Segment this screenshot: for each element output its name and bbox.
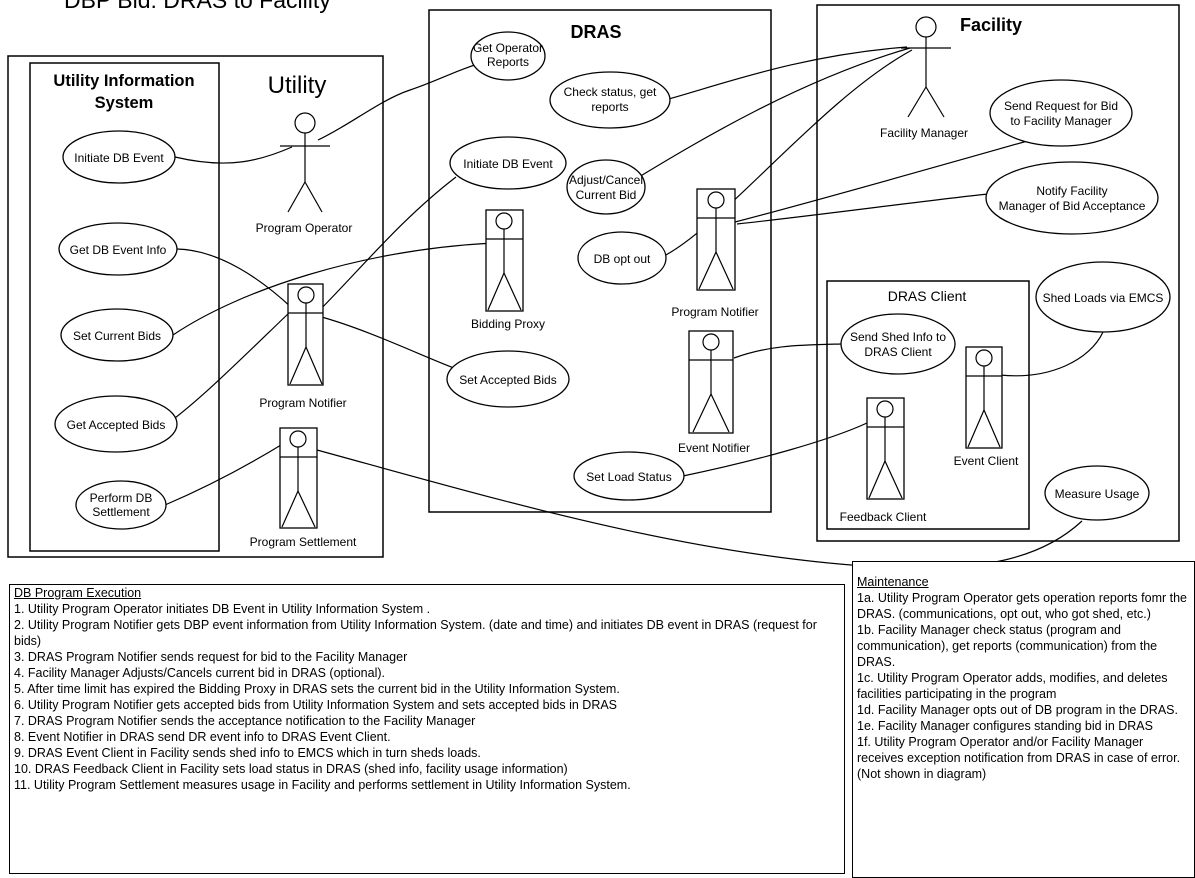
- execution-note: 10. DRAS Feedback Client in Facility set…: [14, 762, 568, 776]
- maintenance-note: 1b. Facility Manager check status (progr…: [857, 623, 1158, 669]
- use-case-label: Measure Usage: [1055, 487, 1140, 501]
- use-case-shed-loads-via-emcs: Shed Loads via EMCS: [1035, 261, 1171, 333]
- execution-note: 4. Facility Manager Adjusts/Cancels curr…: [14, 666, 385, 680]
- use-case-db-opt-out: DB opt out: [577, 231, 667, 285]
- use-case-label: Send Request for Bid: [1004, 99, 1118, 113]
- maintenance-note: 1c. Utility Program Operator adds, modif…: [857, 671, 1168, 701]
- use-case-label: Current Bid: [576, 188, 637, 202]
- maintenance-note: 1d. Facility Manager opts out of DB prog…: [857, 703, 1178, 717]
- actor-label: Bidding Proxy: [471, 317, 545, 331]
- actor-program-notifier-dras: Program Notifier: [671, 188, 759, 319]
- dras-title: DRAS: [570, 22, 621, 42]
- uis-title-line2: System: [95, 94, 154, 112]
- execution-note: 5. After time limit has expired the Bidd…: [14, 682, 620, 696]
- use-case-label: Initiate DB Event: [74, 151, 164, 165]
- maintenance-note: 1f. Utility Program Operator and/or Faci…: [857, 735, 1181, 781]
- actor-program-settlement: Program Settlement: [250, 427, 357, 549]
- use-case-label: Adjust/Cancel: [569, 173, 643, 187]
- use-case-notify-bid-acceptance: Notify Facility Manager of Bid Acceptanc…: [985, 161, 1159, 235]
- actor-bidding-proxy: Bidding Proxy: [471, 209, 545, 331]
- use-case-set-accepted-bids: Set Accepted Bids: [446, 350, 570, 408]
- execution-note: 1. Utility Program Operator initiates DB…: [14, 602, 431, 616]
- use-case-label: Set Load Status: [586, 470, 671, 484]
- use-case-label: Set Accepted Bids: [459, 373, 556, 387]
- actor-label: Event Client: [954, 454, 1019, 468]
- maintenance-note: 1e. Facility Manager configures standing…: [857, 719, 1153, 733]
- actor-facility-manager: Facility Manager: [880, 16, 968, 140]
- use-case-set-current-bids: Set Current Bids: [60, 308, 174, 362]
- maintenance-notes-panel: Maintenance 1a. Utility Program Operator…: [852, 561, 1195, 878]
- execution-note: 6. Utility Program Notifier gets accepte…: [14, 698, 618, 712]
- actor-label: Program Notifier: [259, 396, 346, 410]
- use-case-label: reports: [591, 100, 628, 114]
- execution-note: 2. Utility Program Notifier gets DBP eve…: [14, 618, 817, 648]
- actor-label: Program Notifier: [671, 305, 758, 319]
- actor-label: Facility Manager: [880, 126, 968, 140]
- use-case-measure-usage: Measure Usage: [1044, 465, 1150, 521]
- execution-note: 3. DRAS Program Notifier sends request f…: [14, 650, 408, 664]
- use-case-get-db-event-info: Get DB Event Info: [58, 222, 178, 276]
- actor-program-notifier-utility: Program Notifier: [259, 283, 347, 410]
- execution-note: 11. Utility Program Settlement measures …: [14, 778, 631, 792]
- diagram-title: DBP Bid: DRAS to Facility: [64, 0, 331, 13]
- use-case-get-operator-reports: Get Operator Reports: [470, 31, 546, 81]
- actor-program-operator: Program Operator: [256, 112, 353, 235]
- utility-title: Utility: [268, 72, 327, 99]
- maintenance-note: 1a. Utility Program Operator gets operat…: [857, 591, 1188, 621]
- use-case-set-load-status: Set Load Status: [573, 451, 685, 501]
- use-case-check-status-get-reports: Check status, get reports: [549, 71, 671, 129]
- execution-notes-panel: DB Program Execution 1. Utility Program …: [9, 584, 845, 874]
- actor-event-notifier: Event Notifier: [678, 330, 750, 455]
- use-case-initiate-db-event-dras: Initiate DB Event: [449, 136, 567, 190]
- use-case-label: Manager of Bid Acceptance: [999, 199, 1146, 213]
- use-case-send-request-for-bid: Send Request for Bid to Facility Manager: [989, 79, 1133, 147]
- actor-label: Program Settlement: [250, 535, 357, 549]
- use-case-label: Check status, get: [564, 85, 657, 99]
- maintenance-notes-title: Maintenance: [857, 575, 929, 589]
- execution-note: 8. Event Notifier in DRAS send DR event …: [14, 730, 391, 744]
- dras-client-title: DRAS Client: [888, 288, 967, 304]
- use-case-send-shed-info: Send Shed Info to DRAS Client: [840, 313, 956, 375]
- use-case-label: to Facility Manager: [1010, 114, 1111, 128]
- use-case-label: DRAS Client: [864, 345, 932, 359]
- use-case-label: Reports: [487, 55, 529, 69]
- actor-feedback-client: Feedback Client: [840, 397, 927, 524]
- actor-label: Program Operator: [256, 221, 353, 235]
- actor-event-client: Event Client: [954, 346, 1019, 468]
- use-case-label: Get Operator: [473, 41, 543, 55]
- use-case-label: Get DB Event Info: [70, 243, 167, 257]
- execution-note: 7. DRAS Program Notifier sends the accep…: [14, 714, 476, 728]
- use-case-label: Send Shed Info to: [850, 330, 946, 344]
- use-case-perform-db-settlement: Perform DB Settlement: [75, 480, 167, 530]
- facility-title: Facility: [960, 15, 1022, 35]
- use-case-adjust-cancel-current-bid: Adjust/Cancel Current Bid: [566, 159, 646, 215]
- use-case-initiate-db-event-utility: Initiate DB Event: [62, 130, 176, 184]
- use-case-label: Settlement: [92, 505, 150, 519]
- use-case-label: Perform DB: [90, 491, 153, 505]
- actor-label: Event Notifier: [678, 441, 750, 455]
- use-case-label: Set Current Bids: [73, 329, 161, 343]
- use-case-label: DB opt out: [594, 252, 651, 266]
- execution-note: 9. DRAS Event Client in Facility sends s…: [14, 746, 481, 760]
- use-case-label: Shed Loads via EMCS: [1043, 291, 1164, 305]
- use-case-label: Notify Facility: [1036, 184, 1107, 198]
- actor-label: Feedback Client: [840, 510, 927, 524]
- use-case-label: Initiate DB Event: [463, 157, 553, 171]
- uis-title-line1: Utility Information: [53, 72, 194, 90]
- association-lines: [164, 46, 1104, 569]
- execution-notes-title: DB Program Execution: [14, 586, 142, 600]
- use-case-label: Get Accepted Bids: [67, 418, 166, 432]
- use-case-get-accepted-bids: Get Accepted Bids: [54, 395, 178, 453]
